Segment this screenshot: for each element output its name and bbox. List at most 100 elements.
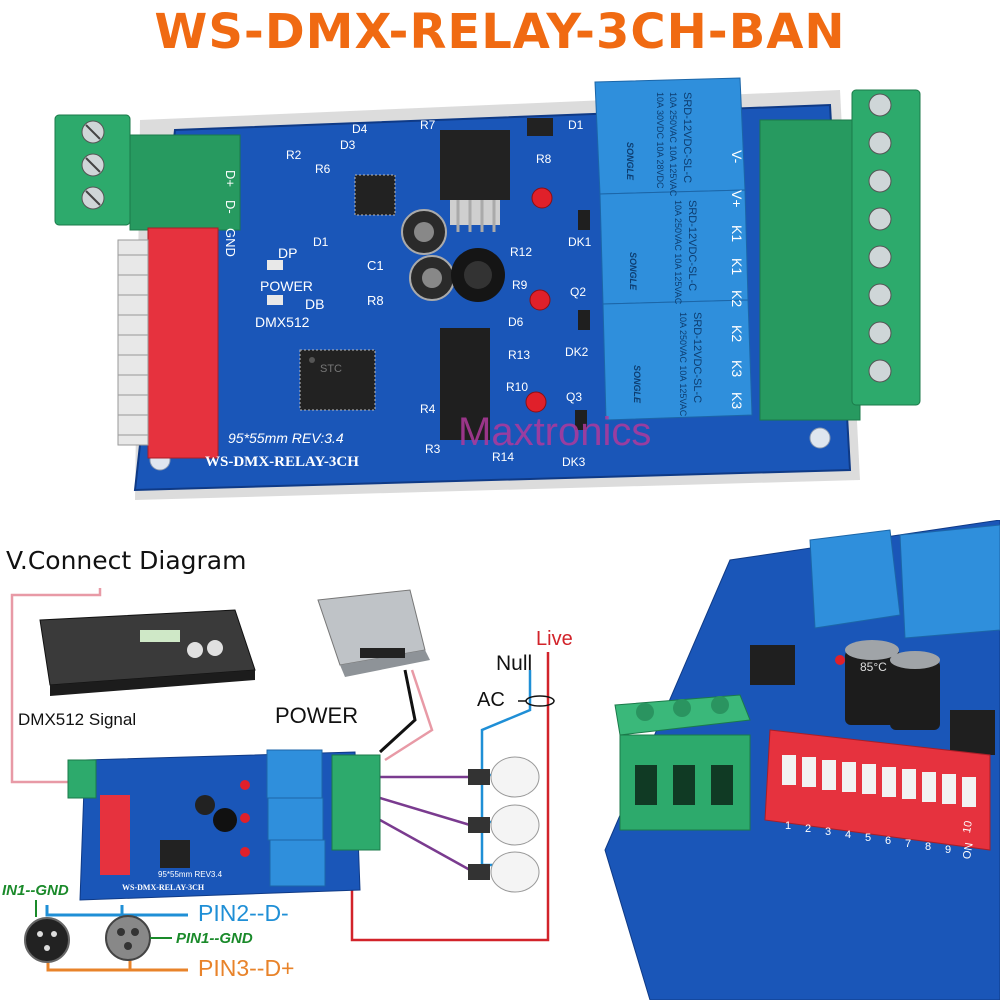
silk-r12: R12 — [510, 245, 533, 259]
led-red — [531, 187, 553, 209]
output-terminal-block — [759, 89, 921, 421]
led-label-dmx512: DMX512 — [255, 314, 310, 330]
closeup-capacitor — [890, 651, 940, 730]
dip-num-7: 7 — [905, 838, 912, 850]
dip-num-1: 1 — [785, 820, 792, 832]
silk-r16: R8 — [367, 293, 384, 308]
silk-r3: R3 — [425, 442, 441, 456]
terminal-label-k1b: K1 — [729, 258, 745, 276]
dmx-signal-label: DMX512 Signal — [18, 710, 137, 729]
relay2-rating: 10A 250VAC 10A 125VAC — [673, 200, 683, 305]
terminal-label-dminus: D- — [223, 200, 238, 214]
bulb-1 — [468, 756, 540, 798]
silk-d4: D4 — [352, 122, 368, 136]
closeup-terminal-block — [614, 694, 751, 831]
dip-num-6: 6 — [885, 835, 892, 847]
cap-label: 85°C — [860, 660, 887, 674]
silk-r15: C1 — [367, 258, 384, 273]
closeup-chip — [750, 645, 795, 685]
silk-r2: R2 — [286, 148, 302, 162]
closeup-capacitor — [845, 640, 900, 725]
relay2-brand: SONGLE — [628, 252, 638, 291]
board-size-text: 95*55mm REV:3.4 — [228, 430, 344, 446]
led-red — [529, 289, 551, 311]
silk-q3: Q3 — [566, 390, 583, 404]
dip-num-4: 4 — [845, 829, 852, 841]
closeup-led — [835, 655, 845, 665]
in1-gnd-label: IN1--GND — [2, 882, 69, 899]
capacitor — [401, 209, 447, 255]
xlr-female — [105, 915, 151, 961]
optocoupler — [440, 402, 490, 440]
silk-d3: D3 — [340, 138, 356, 152]
pin3-label: PIN3--D+ — [198, 955, 295, 981]
mini-bottom-text: WS-DMX-RELAY-3CH — [122, 883, 205, 892]
closeup-relay — [809, 529, 901, 629]
closeup-photo — [590, 520, 1000, 1000]
terminal-label-k2a: K2 — [729, 290, 745, 308]
board-bottom-text: WS-DMX-RELAY-3CH — [205, 454, 359, 470]
relay-3 — [602, 299, 753, 421]
silk-q2: Q2 — [570, 285, 587, 299]
bulb-3 — [468, 851, 540, 893]
capacitor — [409, 255, 455, 301]
silk-j1: D1 — [313, 235, 329, 249]
terminal-label-k1a: K1 — [729, 225, 745, 243]
dip-num-2: 2 — [805, 823, 812, 835]
connect-diagram — [10, 588, 555, 972]
led-label-power: POWER — [260, 278, 313, 294]
terminal-label-dplus: D+ — [223, 170, 238, 187]
smd-led — [267, 260, 283, 270]
silk-dk1: DK1 — [568, 235, 592, 249]
mcu-label: STC — [320, 363, 342, 375]
relay1-model: SRD-12VDC-SL-C — [681, 92, 693, 184]
dip-num-10: 10 — [961, 819, 975, 835]
closeup-relay — [899, 524, 1000, 639]
dmx-signal-wire — [10, 588, 102, 784]
silk-r10: R10 — [506, 380, 529, 394]
dip-num-9: 9 — [945, 844, 952, 856]
xlr-male — [24, 917, 70, 963]
led-red — [525, 391, 547, 413]
power-label: POWER — [275, 703, 359, 728]
terminal-label-k3a: K3 — [729, 360, 745, 378]
pin2-line — [45, 905, 188, 917]
soic-chip — [354, 174, 396, 216]
watermark: Maxtronics — [458, 410, 652, 454]
led-label-db: DB — [305, 296, 325, 312]
power-wire-pink — [384, 669, 434, 762]
relay2-model: SRD-12VDC-SL-C — [686, 200, 698, 292]
dip-num-8: 8 — [925, 841, 932, 853]
transistor — [578, 210, 590, 230]
terminal-label-gnd: GND — [223, 228, 238, 257]
mini-size-text: 95*55mm REV3.4 — [158, 870, 223, 879]
live-label: Live — [536, 628, 573, 650]
silk-r4: R4 — [420, 402, 436, 416]
terminal-label-vplus: V+ — [729, 190, 745, 208]
optocoupler — [440, 365, 490, 403]
relay3-brand: SONGLE — [632, 365, 642, 404]
transistor — [575, 410, 587, 430]
silk-d1: D1 — [568, 118, 584, 132]
regulator — [440, 130, 510, 232]
terminal-label-vminus: V- — [729, 150, 745, 164]
ac-label: AC — [477, 689, 505, 711]
lamp-wire — [379, 818, 471, 872]
smd-led — [267, 295, 283, 305]
pin1-gnd-label: PIN1--GND — [176, 930, 253, 947]
mount-hole — [809, 427, 831, 449]
relay1-rating2: 10A 30VDC 10A 28VDC — [655, 92, 665, 189]
silk-r7: R7 — [420, 118, 436, 132]
optocoupler — [440, 328, 490, 366]
lamp-wire — [379, 796, 471, 827]
null-label: Null — [496, 652, 533, 675]
diagram-title: V.Connect Diagram — [6, 546, 247, 575]
null-wire — [480, 670, 532, 865]
silk-r9: R9 — [512, 278, 528, 292]
product-title: WS-DMX-RELAY-3CH-BAN — [154, 4, 846, 60]
mini-board — [67, 749, 381, 901]
led-label-dp: DP — [278, 245, 298, 261]
power-wire-black — [378, 669, 417, 754]
silk-d6: D6 — [508, 315, 524, 329]
pcb-photo — [54, 77, 921, 500]
